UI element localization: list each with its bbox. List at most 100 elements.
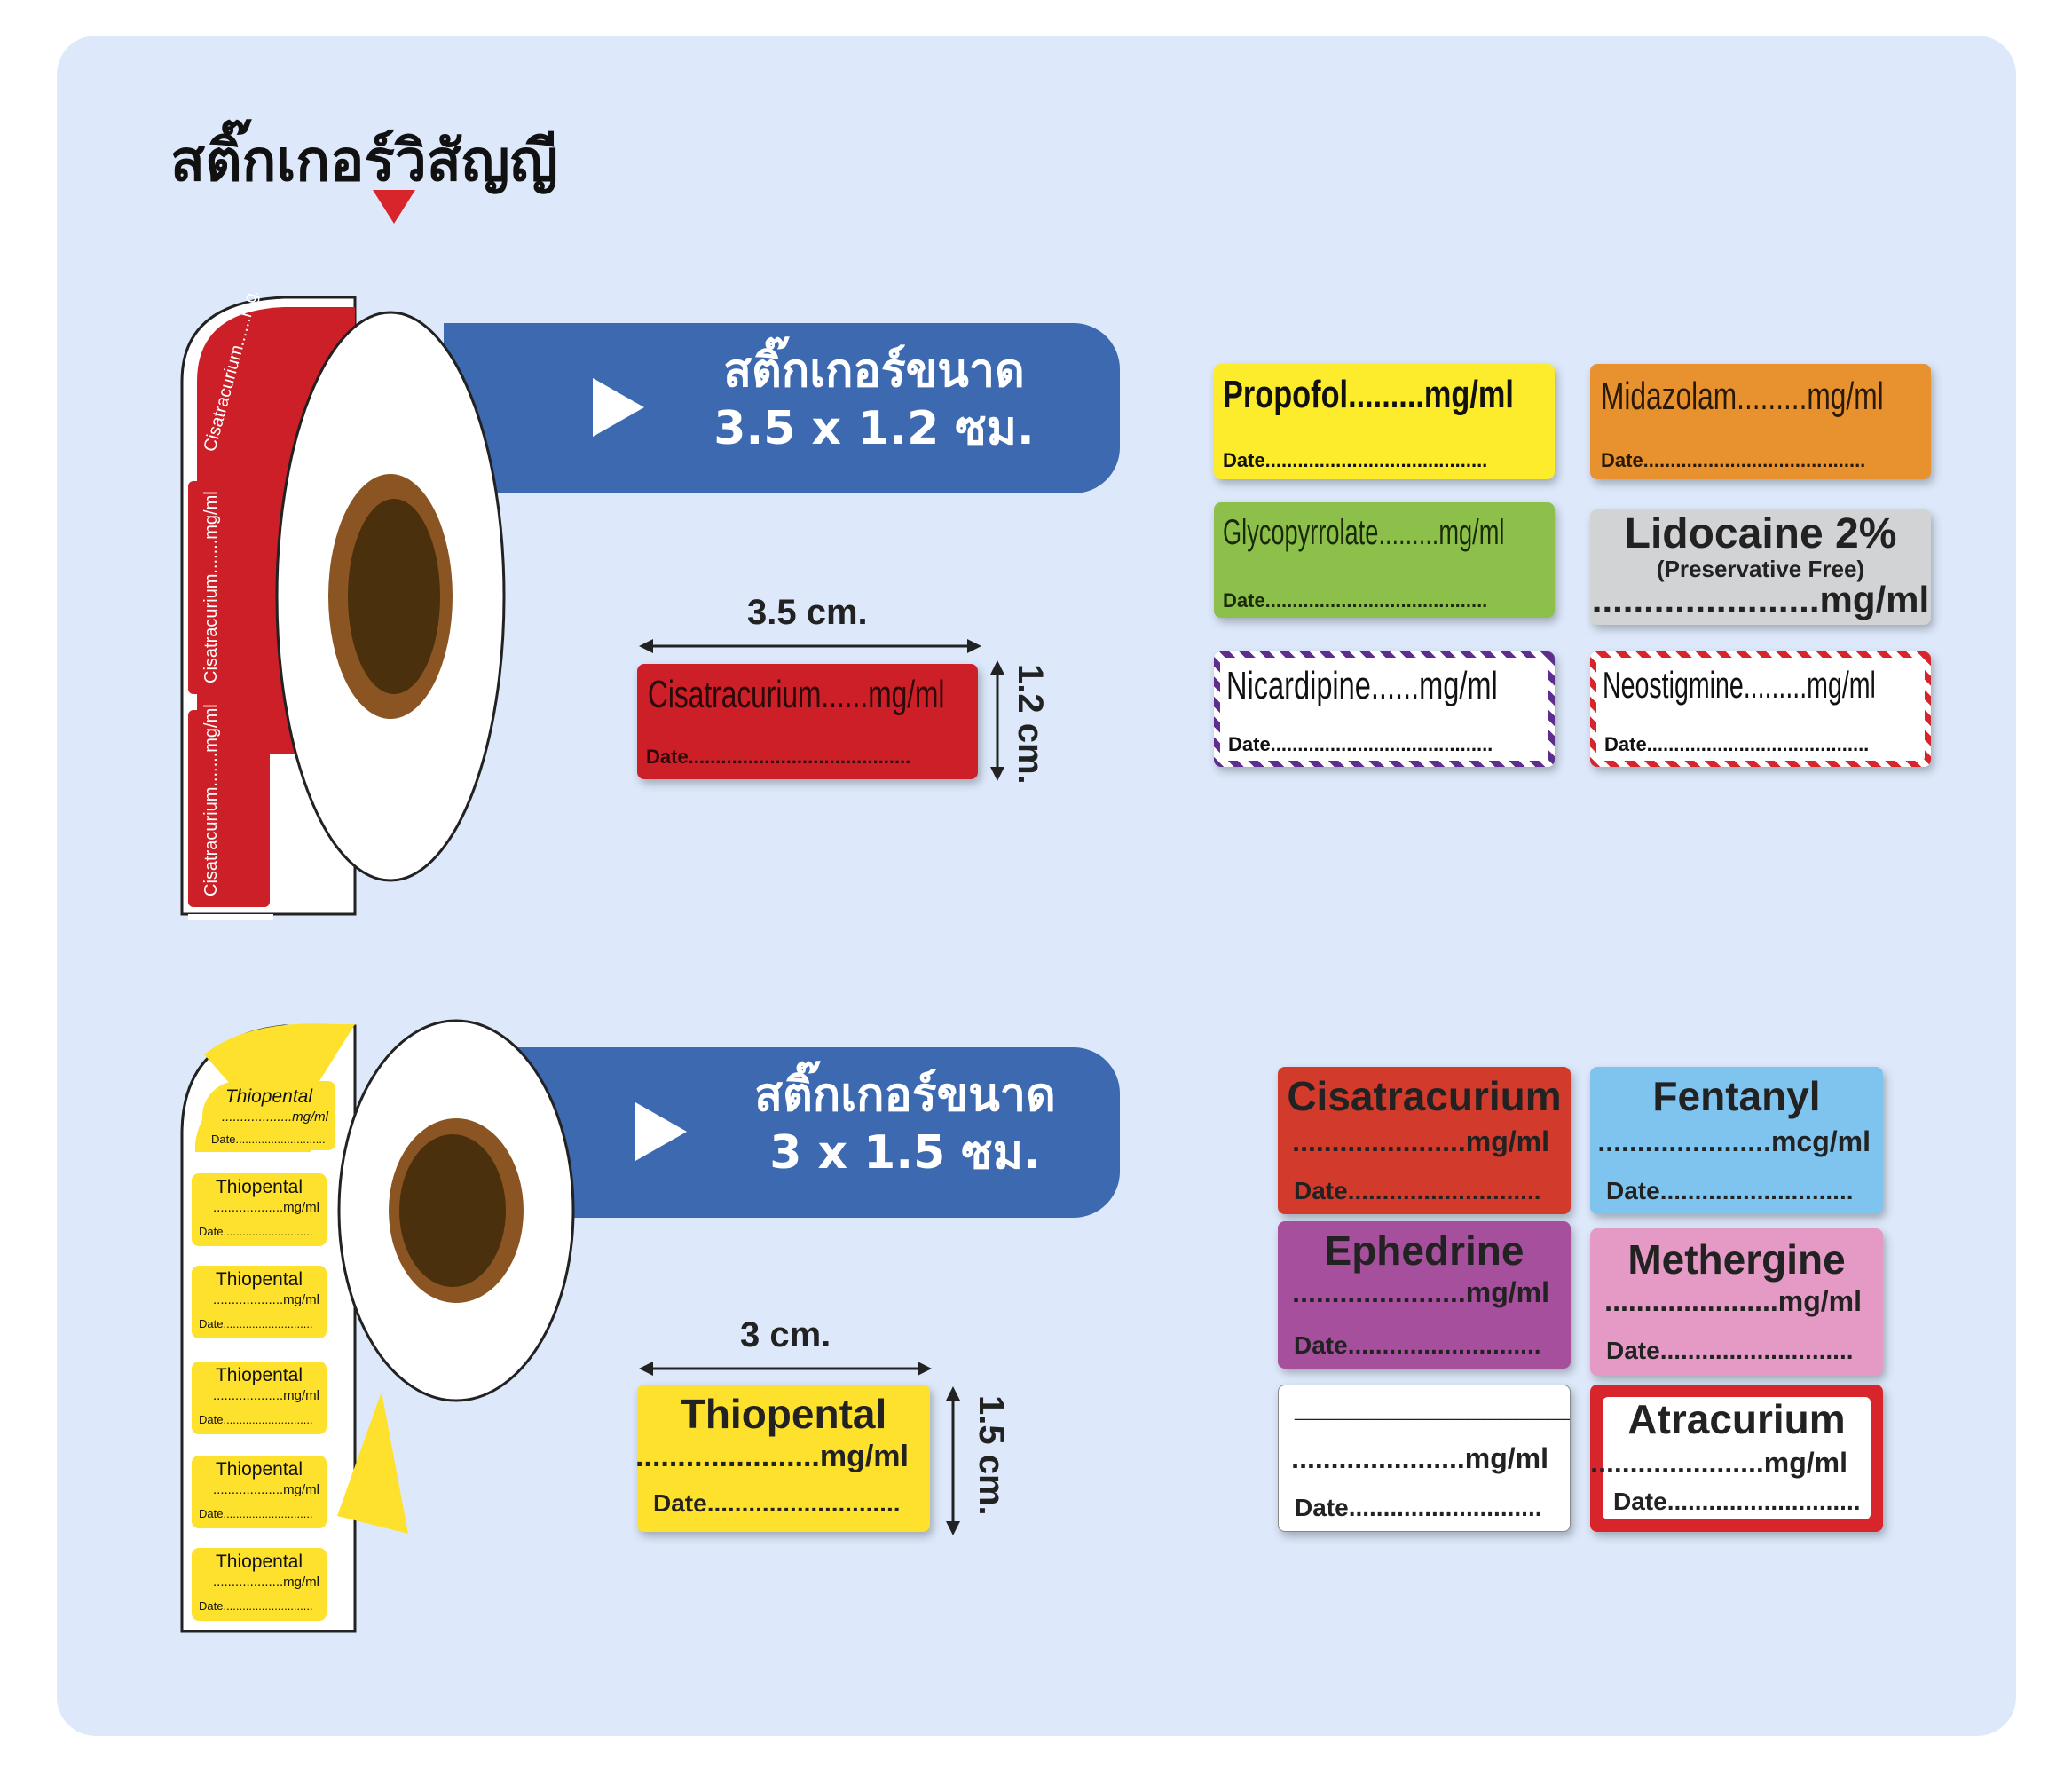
label-text: Date............................ [1295,1494,1542,1521]
height-arrow-2 [946,1386,960,1535]
label-text: Thiopental [225,1086,313,1107]
banner-size-title: สติ๊กเกอร์ขนาด [754,1069,1056,1122]
width-label-1: 3.5 cm. [747,593,868,632]
label-text: ......................mg/ml [1292,1276,1549,1308]
label-text: ...................mg/ml [212,1292,319,1307]
label-text: Fentanyl [1652,1073,1821,1119]
label-text: ......................mg/ml [1591,579,1930,620]
label-ephedrine: Ephedrine ......................mg/ml Da… [1278,1221,1571,1369]
label-text: Date............................ [199,1317,313,1330]
label-text: ......................mg/ml [1604,1285,1862,1317]
sample-label-thiopental: Thiopental ......................mg/ml D… [637,1385,930,1532]
label-text: Thiopental [215,1269,303,1290]
banner-size-value: 3.5 x 1.2 ซม. [713,402,1035,455]
sticker-roll-red: Cisatracurium.......mg/ml Cisatracurium.… [180,293,506,920]
width-label-2: 3 cm. [740,1315,831,1354]
label-text: ...................mg/ml [212,1575,319,1590]
label-text: ......................mg/ml [637,1440,909,1473]
label-text: Date............................ [1613,1488,1861,1515]
label-text: Thiopental [680,1391,887,1437]
label-text: Date....................................… [1604,733,1870,755]
roll2-core [337,1019,575,1402]
roll-label: Thiopental ...................mg/ml Date… [192,1456,327,1528]
label-text: Date............................ [199,1507,313,1520]
height-arrow-1 [990,660,1004,781]
label-text: Propofol [1223,373,1349,416]
label-text: Date............................ [1294,1331,1541,1359]
label-propofol: Propofol.........mg/ml Date.............… [1214,364,1555,479]
width-arrow-2 [639,1362,932,1376]
label-text: ......................mcg/ml [1597,1125,1871,1157]
label-text: Date............................ [199,1599,313,1613]
label-text: Midazolam [1601,375,1737,418]
banner-size-title: สติ๊กเกอร์ขนาด [723,344,1025,398]
label-nicardipine: Nicardipine......mg/ml Date.............… [1214,651,1555,767]
sample-label-cisatracurium: Cisatracurium......mg/ml Date...........… [637,664,978,779]
label-text: (Preservative Free) [1656,556,1865,582]
height-label-1: 1.2 cm. [1011,664,1050,785]
label-text: Date....................................… [1601,449,1866,471]
label-text: Date............................ [1606,1177,1854,1204]
label-text: Atracurium [1627,1396,1846,1442]
label-dose: ......mg/ml [821,673,945,716]
banner-size-value: 3 x 1.5 ซม. [769,1126,1041,1180]
play-arrow-icon [593,378,644,437]
size-banner-1: สติ๊กเกอร์ขนาด 3.5 x 1.2 ซม. [444,323,1120,493]
label-text: Date....................................… [1223,449,1488,471]
size-banner-2: สติ๊กเกอร์ขนาด 3 x 1.5 ซม. [497,1047,1120,1218]
label-text: Date............................ [199,1413,313,1426]
label-methergine: Methergine ......................mg/ml D… [1590,1228,1883,1376]
label-cisatracurium: Cisatracurium ......................mg/m… [1278,1067,1571,1214]
label-text: ...................mg/ml [212,1482,319,1497]
roll-label: Thiopental ...................mg/ml Date… [192,1266,327,1338]
label-text: Date............................ [211,1133,326,1146]
label-glycopyrrolate: Glycopyrrolate.........mg/ml Date.......… [1214,502,1555,618]
label-text: ......................mg/ml [1291,1442,1548,1474]
roll-label: Thiopental ...................mg/ml Date… [192,1548,327,1621]
blank-name-line: __________________ [1295,1391,1571,1423]
label-atracurium: Atracurium ......................mg/ml D… [1590,1385,1883,1532]
down-triangle-icon [373,190,415,224]
label-text: Neostigmine [1603,664,1744,706]
width-arrow-1 [639,639,981,653]
label-lidocaine: Lidocaine 2% (Preservative Free) .......… [1590,509,1931,625]
label-text: ......mg/ml [1370,664,1498,707]
label-text: Glycopyrrolate [1223,513,1379,552]
label-text: Methergine [1627,1236,1846,1283]
roll-label-text: Cisatracurium.......mg/ml [201,704,221,896]
roll-label: Thiopental ...................mg/ml Date… [192,1362,327,1434]
label-text: Ephedrine [1324,1227,1524,1274]
label-text: Date............................ [1294,1177,1541,1204]
label-date: Date....................................… [646,746,911,768]
label-text: Cisatracurium [1287,1073,1562,1119]
label-text: Date............................ [1606,1337,1854,1364]
label-text: .........mg/ml [1348,373,1514,416]
roll-label-text: Cisatracurium.......mg/ml [201,491,221,683]
label-text: Date............................ [199,1225,313,1238]
label-text: ......................mg/ml [1292,1125,1549,1157]
height-label-2: 1.5 cm. [972,1395,1011,1516]
roll-label: Thiopental ...................mg/ml Date… [202,1081,335,1150]
label-text: Nicardipine [1226,664,1371,707]
label-text: ...................mg/ml [212,1200,319,1215]
label-text: Thiopental [215,1365,303,1385]
label-text: Thiopental [215,1459,303,1480]
label-text: ...................mg/ml [221,1109,328,1125]
play-arrow-icon [635,1102,687,1161]
label-text: Date....................................… [1223,589,1488,612]
label-text: ......................mg/ml [1590,1447,1847,1479]
label-midazolam: Midazolam.........mg/ml Date............… [1590,364,1931,479]
label-text: Thiopental [215,1551,303,1572]
label-blank: __________________ .....................… [1278,1385,1571,1532]
label-text: .........mg/ml [1737,375,1884,418]
label-text: Date....................................… [1228,733,1493,755]
label-text: .........mg/ml [1743,664,1876,706]
label-text: Thiopental [215,1177,303,1197]
label-text: Lidocaine 2% [1624,510,1897,557]
label-neostigmine: Neostigmine.........mg/ml Date..........… [1590,651,1931,767]
label-text: .........mg/ml [1378,513,1505,552]
label-text: ...................mg/ml [212,1388,319,1403]
page-title: สติ๊กเกอร์วิสัญญี [170,129,558,194]
label-fentanyl: Fentanyl ......................mcg/ml Da… [1590,1067,1883,1214]
label-text: Date............................ [653,1489,901,1517]
